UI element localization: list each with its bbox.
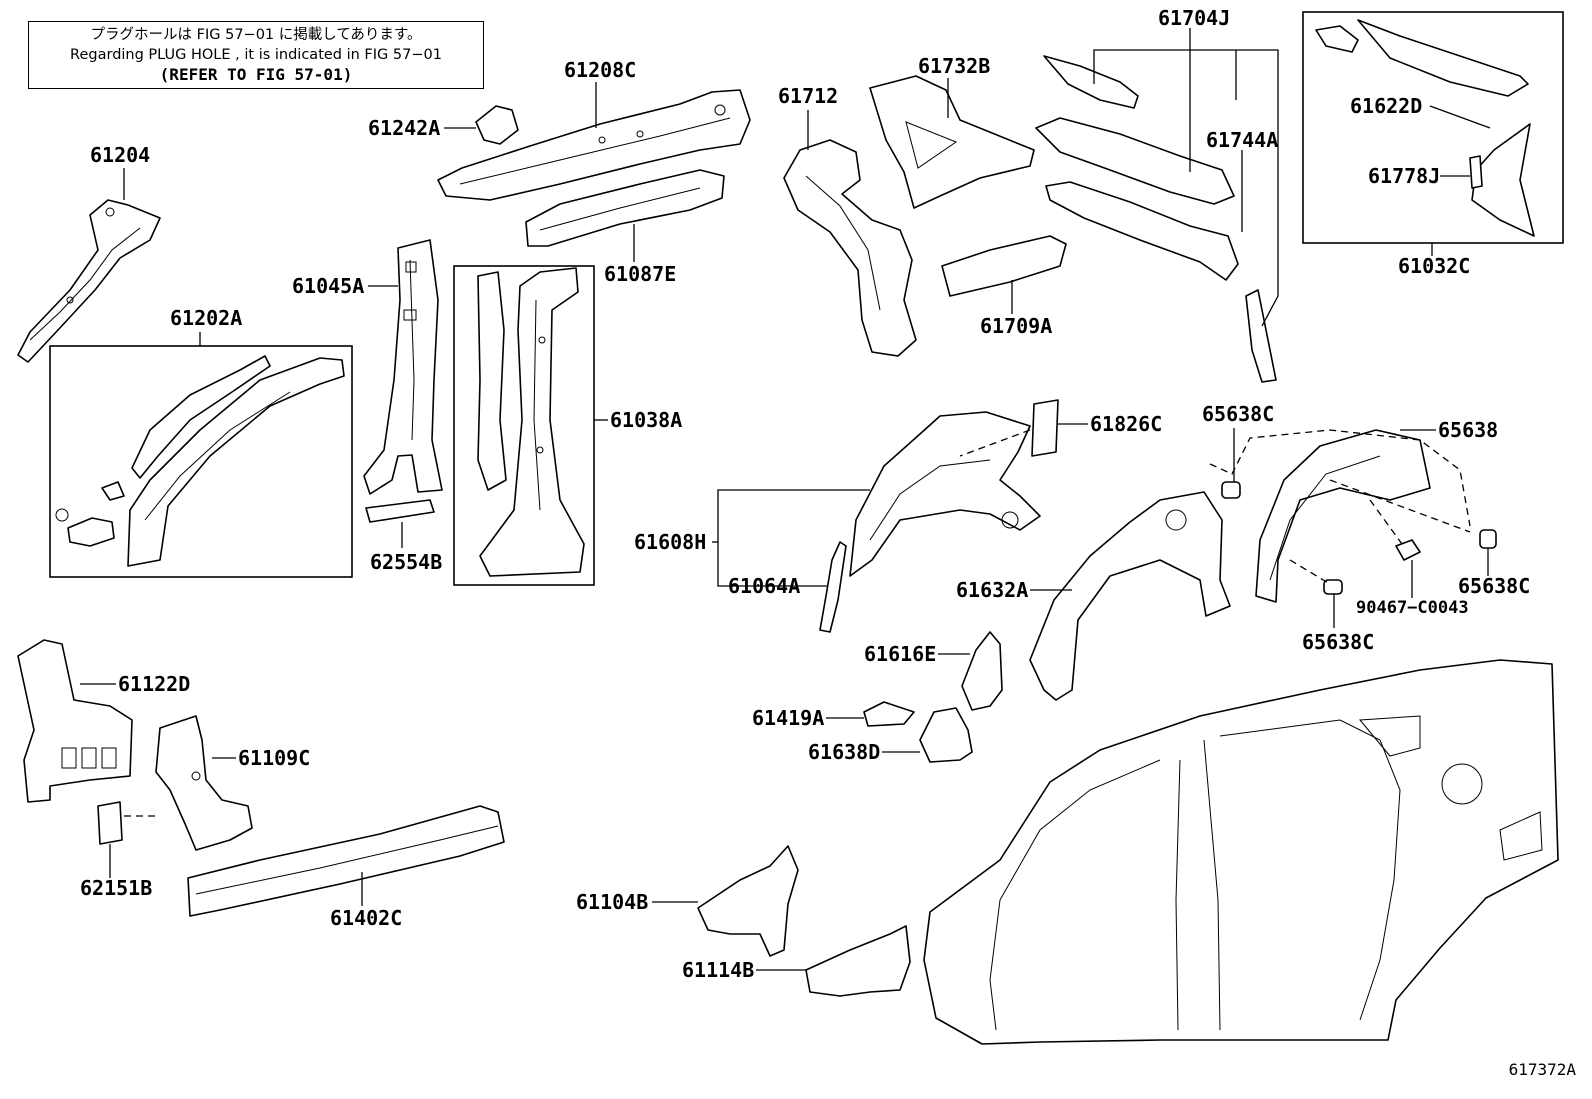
part-label-61038A[interactable]: 61038A <box>610 408 683 432</box>
dashed-relation-lines <box>124 429 1471 817</box>
part-61114B-shape <box>805 925 911 997</box>
part-label-61202A[interactable]: 61202A <box>170 306 243 330</box>
part-label-61114B[interactable]: 61114B <box>682 958 755 982</box>
part-61632A-shape <box>1029 491 1231 701</box>
part-61038A-shape <box>477 267 585 577</box>
part-62151B-shape <box>97 801 123 845</box>
part-61709A-shape <box>941 235 1067 297</box>
part-label-61826C[interactable]: 61826C <box>1090 412 1163 436</box>
figure-id: 617372A <box>1508 1060 1576 1079</box>
part-61032C-shape <box>1315 19 1535 237</box>
note-line-japanese: プラグホールは FIG 57−01 に掲載してあります。 <box>90 27 422 43</box>
part-label-62554B[interactable]: 62554B <box>370 550 443 574</box>
part-label-65638[interactable]: 65638 <box>1438 418 1499 442</box>
part-label-65638C-top[interactable]: 65638C <box>1202 402 1275 426</box>
part-label-90467-C0043[interactable]: 90467−C0043 <box>1356 598 1469 618</box>
part-label-61402C[interactable]: 61402C <box>330 906 403 930</box>
group-box-61032C <box>1302 11 1564 244</box>
part-61204-shape <box>17 199 161 363</box>
part-label-61744A[interactable]: 61744A <box>1206 128 1279 152</box>
plug-hole-reference-note: プラグホールは FIG 57−01 に掲載してあります。 Regarding P… <box>28 21 484 89</box>
part-61638D-shape <box>919 707 973 763</box>
part-label-65638C-bottom[interactable]: 65638C <box>1302 630 1375 654</box>
part-61208C-shape <box>437 89 751 201</box>
part-label-61709A[interactable]: 61709A <box>980 314 1053 338</box>
part-61109C-shape <box>155 715 253 851</box>
part-label-62151B[interactable]: 62151B <box>80 876 153 900</box>
part-label-61419A[interactable]: 61419A <box>752 706 825 730</box>
part-label-61109C[interactable]: 61109C <box>238 746 311 770</box>
part-61045A-shape <box>363 239 443 495</box>
part-label-61122D[interactable]: 61122D <box>118 672 191 696</box>
group-box-61202A <box>49 345 353 578</box>
part-61419A-shape <box>863 701 915 727</box>
part-65638-shape <box>1255 429 1431 603</box>
part-61704J-shape <box>1035 55 1277 383</box>
part-label-61032C[interactable]: 61032C <box>1398 254 1471 278</box>
part-label-61632A[interactable]: 61632A <box>956 578 1029 602</box>
leader-lines <box>80 28 1491 971</box>
note-line-english: Regarding PLUG HOLE , it is indicated in… <box>70 47 442 63</box>
part-61616E-shape <box>961 631 1003 711</box>
part-label-61778J[interactable]: 61778J <box>1368 164 1441 188</box>
part-label-61704J[interactable]: 61704J <box>1158 6 1231 30</box>
part-label-61242A[interactable]: 61242A <box>368 116 441 140</box>
part-61608H-shape <box>849 411 1041 577</box>
part-61087E-shape <box>525 169 725 247</box>
part-61712-shape <box>783 139 917 357</box>
part-label-61087E[interactable]: 61087E <box>604 262 677 286</box>
side-panel-outer-shape <box>923 659 1559 1045</box>
part-62554B-shape <box>365 499 435 523</box>
group-box-61038A <box>453 265 595 586</box>
part-label-61616E[interactable]: 61616E <box>864 642 937 666</box>
part-61064A-shape <box>819 541 847 633</box>
clip-shapes <box>1221 481 1497 595</box>
part-label-61045A[interactable]: 61045A <box>292 274 365 298</box>
part-61122D-shape <box>17 639 133 803</box>
part-label-61608H[interactable]: 61608H <box>634 530 707 554</box>
part-61242A-shape <box>475 105 519 145</box>
part-label-65638C-right[interactable]: 65638C <box>1458 574 1531 598</box>
part-label-61204[interactable]: 61204 <box>90 143 151 167</box>
part-label-61064A[interactable]: 61064A <box>728 574 801 598</box>
part-61202A-shape <box>55 355 345 567</box>
part-label-61104B[interactable]: 61104B <box>576 890 649 914</box>
part-label-61712[interactable]: 61712 <box>778 84 839 108</box>
part-61104B-shape <box>697 845 799 957</box>
part-61402C-shape <box>187 805 505 917</box>
part-label-61622D[interactable]: 61622D <box>1350 94 1423 118</box>
note-line-refer: (REFER TO FIG 57-01) <box>159 65 353 84</box>
part-61826C-shape <box>1031 399 1059 457</box>
part-label-61208C[interactable]: 61208C <box>564 58 637 82</box>
part-label-61638D[interactable]: 61638D <box>808 740 881 764</box>
part-61732B-shape <box>869 75 1035 209</box>
part-label-61732B[interactable]: 61732B <box>918 54 991 78</box>
